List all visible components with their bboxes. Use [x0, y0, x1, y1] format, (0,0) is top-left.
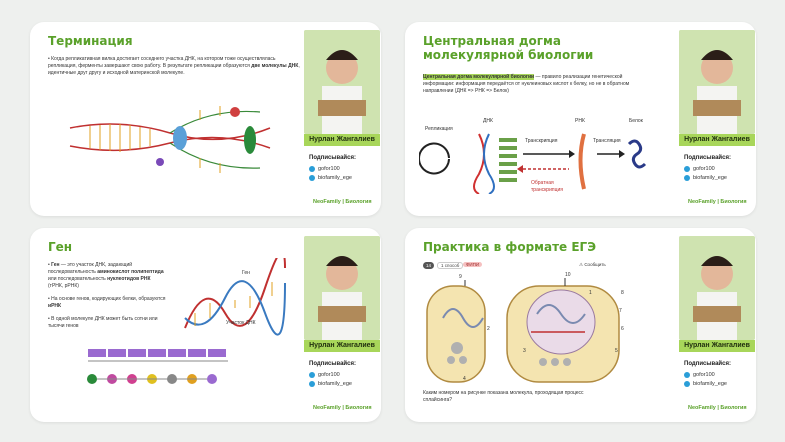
telegram-icon	[309, 372, 315, 378]
label-4: 4	[463, 376, 466, 383]
author-photo	[304, 236, 380, 340]
label-protein: Белок	[629, 118, 643, 125]
social-link-2[interactable]: biofamily_ege	[684, 175, 727, 181]
label-rna: РНК	[575, 118, 585, 125]
task-number-badge: 14	[423, 262, 434, 269]
card-title: Ген	[48, 240, 72, 254]
telegram-icon	[684, 381, 690, 387]
label-3: 3	[523, 348, 526, 355]
author-name: Нурлан Жангалиев	[304, 340, 380, 352]
label-7: 7	[619, 308, 622, 315]
author-name: Нурлан Жангалиев	[304, 134, 380, 146]
social-link-2[interactable]: biofamily_ege	[309, 175, 352, 181]
question-text: Каким номером на рисунке показана молеку…	[423, 390, 613, 404]
gene-bullet-2: • На основе генов, кодирующих белки, обр…	[48, 296, 166, 310]
label-6: 6	[621, 326, 624, 333]
subscribe-label: Подписывайся:	[684, 361, 731, 367]
subscribe-label: Подписывайся:	[309, 155, 356, 161]
warning-icon: ⚠	[579, 262, 583, 267]
report-link[interactable]: ⚠ Сообщить	[579, 262, 606, 268]
subscribe-label: Подписывайся:	[309, 361, 356, 367]
chip-fipi[interactable]: ФИПИ	[463, 262, 482, 267]
translation-diagram	[48, 345, 248, 395]
gene-bullet-3: • В одной молекуле ДНК может быть сотни …	[48, 316, 166, 330]
telegram-icon	[684, 372, 690, 378]
card-title: Терминация	[48, 34, 133, 48]
label-1: 1	[589, 290, 592, 297]
card-text: Центральная догма молекулярной биологии …	[423, 74, 653, 95]
label-5: 5	[615, 348, 618, 355]
dna-replication-diagram	[60, 98, 290, 188]
social-link-1[interactable]: gofor100	[684, 166, 715, 172]
card-title: Практика в формате ЕГЭ	[423, 240, 596, 254]
social-link-1[interactable]: gofor100	[309, 166, 340, 172]
social-link-1[interactable]: gofor100	[309, 372, 340, 378]
card-title: Центральная догма молекулярной биологии	[423, 34, 603, 62]
label-dna: ДНК	[483, 118, 493, 125]
label-8: 8	[621, 290, 624, 297]
brand-label: NeoFamily | Биология	[688, 405, 773, 411]
chip-way[interactable]: 1 способ	[437, 262, 463, 269]
label-transcription: Транскрипция	[525, 138, 557, 145]
social-link-2[interactable]: biofamily_ege	[309, 381, 352, 387]
cell-diagram	[425, 274, 625, 386]
telegram-icon	[309, 381, 315, 387]
label-10: 10	[565, 272, 571, 279]
telegram-icon	[684, 175, 690, 181]
author-photo	[679, 30, 755, 134]
telegram-icon	[309, 166, 315, 172]
author-name: Нурлан Жангалиев	[679, 134, 755, 146]
social-link-2[interactable]: biofamily_ege	[684, 381, 727, 387]
social-link-1[interactable]: gofor100	[684, 372, 715, 378]
author-photo	[304, 30, 380, 134]
label-9: 9	[459, 274, 462, 281]
author-photo	[679, 236, 755, 340]
telegram-icon	[309, 175, 315, 181]
label-dna-segment: Участок ДНК	[226, 320, 256, 327]
telegram-icon	[684, 166, 690, 172]
label-2: 2	[487, 326, 490, 333]
card-text: • Когда репликативная вилка достигает со…	[48, 56, 303, 77]
brand-label: NeoFamily | Биология	[688, 199, 773, 205]
author-name: Нурлан Жангалиев	[679, 340, 755, 352]
gene-bullet-1: • Ген — это участок ДНК, задающий послед…	[48, 262, 166, 290]
subscribe-label: Подписывайся:	[684, 155, 731, 161]
label-gene: Ген	[242, 270, 250, 277]
label-translation: Трансляция	[593, 138, 621, 145]
label-replication: Репликация	[425, 126, 453, 133]
